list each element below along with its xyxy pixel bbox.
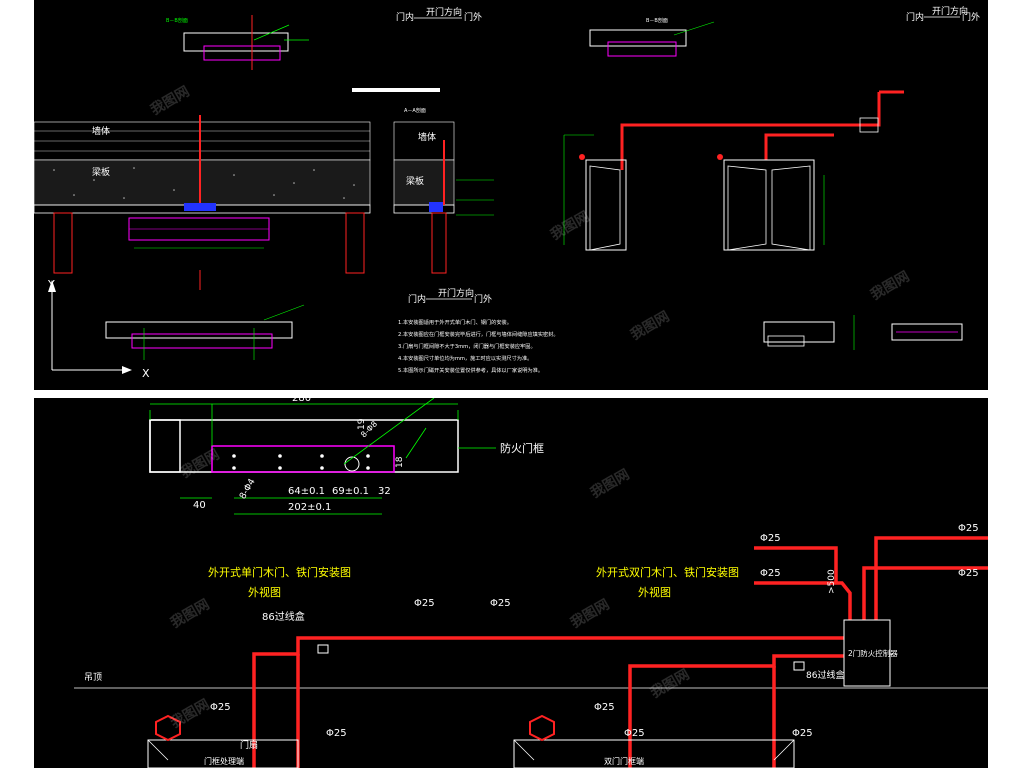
dim-202: 202±0.1 [288,502,331,513]
section-aa: A－A剖面 墙体 梁板 [393,107,494,274]
fire-door-frame-label: 防火门框 [500,441,544,455]
note-line-3: 3.门扇与门框间隙不大于3mm，闭门器与门框安装应牢固。 [398,342,536,350]
dim-64: 64±0.1 [288,486,325,497]
door-direction-label: 开门方向 [426,6,462,18]
axis-indicator: Y X [47,278,150,380]
junction-box-2 [793,661,805,671]
section-bb-title-right: B－B剖面 [646,17,668,24]
door-frames: 门扇 门框处理端 双门门框端 [147,714,795,768]
junction-box-1 [317,644,329,654]
door-outside-label-2: 门外 [474,293,492,305]
svg-text:我图网: 我图网 [648,667,692,702]
beam-label-aa: 梁板 [406,175,424,187]
double-door-subtitle: 外视图 [638,585,671,599]
svg-text:我图网: 我图网 [868,269,912,304]
door-leaf-label: 门扇 [240,739,258,751]
pipe-label-1: Φ25 [414,598,435,609]
note-line-4: 4.本安装图尺寸单位均为mm，施工时应以实测尺寸为准。 [398,354,532,362]
bracket-detail: 280 19 18 40 64±0.1 69±0.1 32 202±0.1 8-… [149,398,544,515]
section-bb-title-left: B－B剖面 [166,17,188,24]
drawing-sheet-top: B－B剖面 门内 开门方向 门外 墙体 梁板 [34,0,988,390]
note-line-5: 5.本图所示门磁开关安装位置仅供参考，具体以厂家说明为准。 [398,366,543,374]
junction-box-label-2: 86过线盒 [806,669,844,681]
wall-label-aa: 墙体 [418,131,436,143]
pipe-label-5: Φ25 [594,702,615,713]
door-inside-label-2: 门内 [408,293,426,305]
dim-500: >500 [827,569,837,594]
pipe-label-4: Φ25 [326,728,347,739]
section-aa-title: A－A剖面 [404,107,426,114]
wall-label-left: 墙体 [92,125,110,137]
dim-19: 19 [357,418,367,430]
bottom-cad-drawing: 280 19 18 40 64±0.1 69±0.1 32 202±0.1 8-… [74,398,988,768]
conduits [252,536,988,768]
door-outside-label-3: 门外 [962,11,980,23]
ceiling-label: 吊顶 [84,672,102,683]
dim-69: 69±0.1 [332,486,369,497]
controller-label: 2门防火控制器 [848,648,898,658]
dim-32: 32 [378,486,391,497]
dim-40: 40 [193,500,206,511]
svg-text:我图网: 我图网 [148,84,192,119]
svg-text:我图网: 我图网 [168,697,212,732]
pipe-label-10: Φ25 [958,568,979,579]
dim-top: 280 [292,398,311,404]
door-direction-group-2: 门内 开门方向 门外 [408,287,492,305]
svg-text:我图网: 我图网 [168,597,212,632]
wall-section-left: 墙体 梁板 [34,115,371,290]
pipe-label-8: Φ25 [760,568,781,579]
axis-x-label: X [142,367,150,380]
pipe-label-9: Φ25 [958,523,979,534]
door-inside-label-3: 门内 [906,11,924,23]
pipe-label-6: Φ25 [624,728,645,739]
door-inside-label: 门内 [396,11,414,23]
pipe-diagram-top-right [563,90,904,251]
single-door-subtitle: 外视图 [248,585,281,599]
controller-box: 2门防火控制器 [843,619,898,687]
double-door-frame-label: 双门门框端 [604,756,644,766]
pipe-label-2: Φ25 [490,598,511,609]
scale-bar [352,88,440,92]
watermark-pattern: 我图网 我图网 我图网 我图网 [148,84,912,344]
junction-box-label: 86过线盒 [262,610,305,623]
svg-text:我图网: 我图网 [588,467,632,502]
svg-text:我图网: 我图网 [178,447,222,482]
notes-block: 1.本安装图适用于外开式单门木门、钢门的安装。 2.本安装图应在门框安装完毕后进… [398,318,559,374]
profile-drawings [763,315,963,350]
door-direction-group-3: 门内 开门方向 门外 [906,5,980,23]
section-bb-bottom [105,304,305,360]
hole-label-4: 8-Φ4 [238,477,258,501]
pipe-labels: Φ25 Φ25 Φ25 Φ25 Φ25 Φ25 Φ25 Φ25 Φ25 Φ25 … [210,523,979,739]
pipe-label-7: Φ25 [760,533,781,544]
door-direction-label-2: 开门方向 [438,287,474,299]
top-cad-drawing: B－B剖面 门内 开门方向 门外 墙体 梁板 [34,5,980,380]
pipe-label-11: Φ25 [792,728,813,739]
section-bb-right: B－B剖面 [589,17,715,57]
drawing-sheet-bottom: 280 19 18 40 64±0.1 69±0.1 32 202±0.1 8-… [34,398,988,768]
section-bb-left: B－B剖面 [166,15,309,70]
svg-text:我图网: 我图网 [628,309,672,344]
door-outside-label: 门外 [464,11,482,23]
double-door-title: 外开式双门木门、铁门安装图 [596,565,739,579]
dim-18: 18 [395,456,405,468]
pipe-label-3: Φ25 [210,702,231,713]
axis-y-label: Y [47,278,55,291]
single-door-title: 外开式单门木门、铁门安装图 [208,565,351,579]
note-line-1: 1.本安装图适用于外开式单门木门、钢门的安装。 [398,318,512,326]
install-titles: 外开式单门木门、铁门安装图 外视图 外开式双门木门、铁门安装图 外视图 86过线… [208,565,844,681]
door-direction-label-3: 开门方向 [932,5,968,17]
svg-text:我图网: 我图网 [568,597,612,632]
note-line-2: 2.本安装图应在门框安装完毕后进行，门框与墙体间缝隙应填实密封。 [398,330,559,338]
beam-label-left: 梁板 [92,166,110,178]
door-frame-end-label: 门框处理端 [204,756,244,766]
door-direction-group-1: 门内 开门方向 门外 [396,6,482,23]
